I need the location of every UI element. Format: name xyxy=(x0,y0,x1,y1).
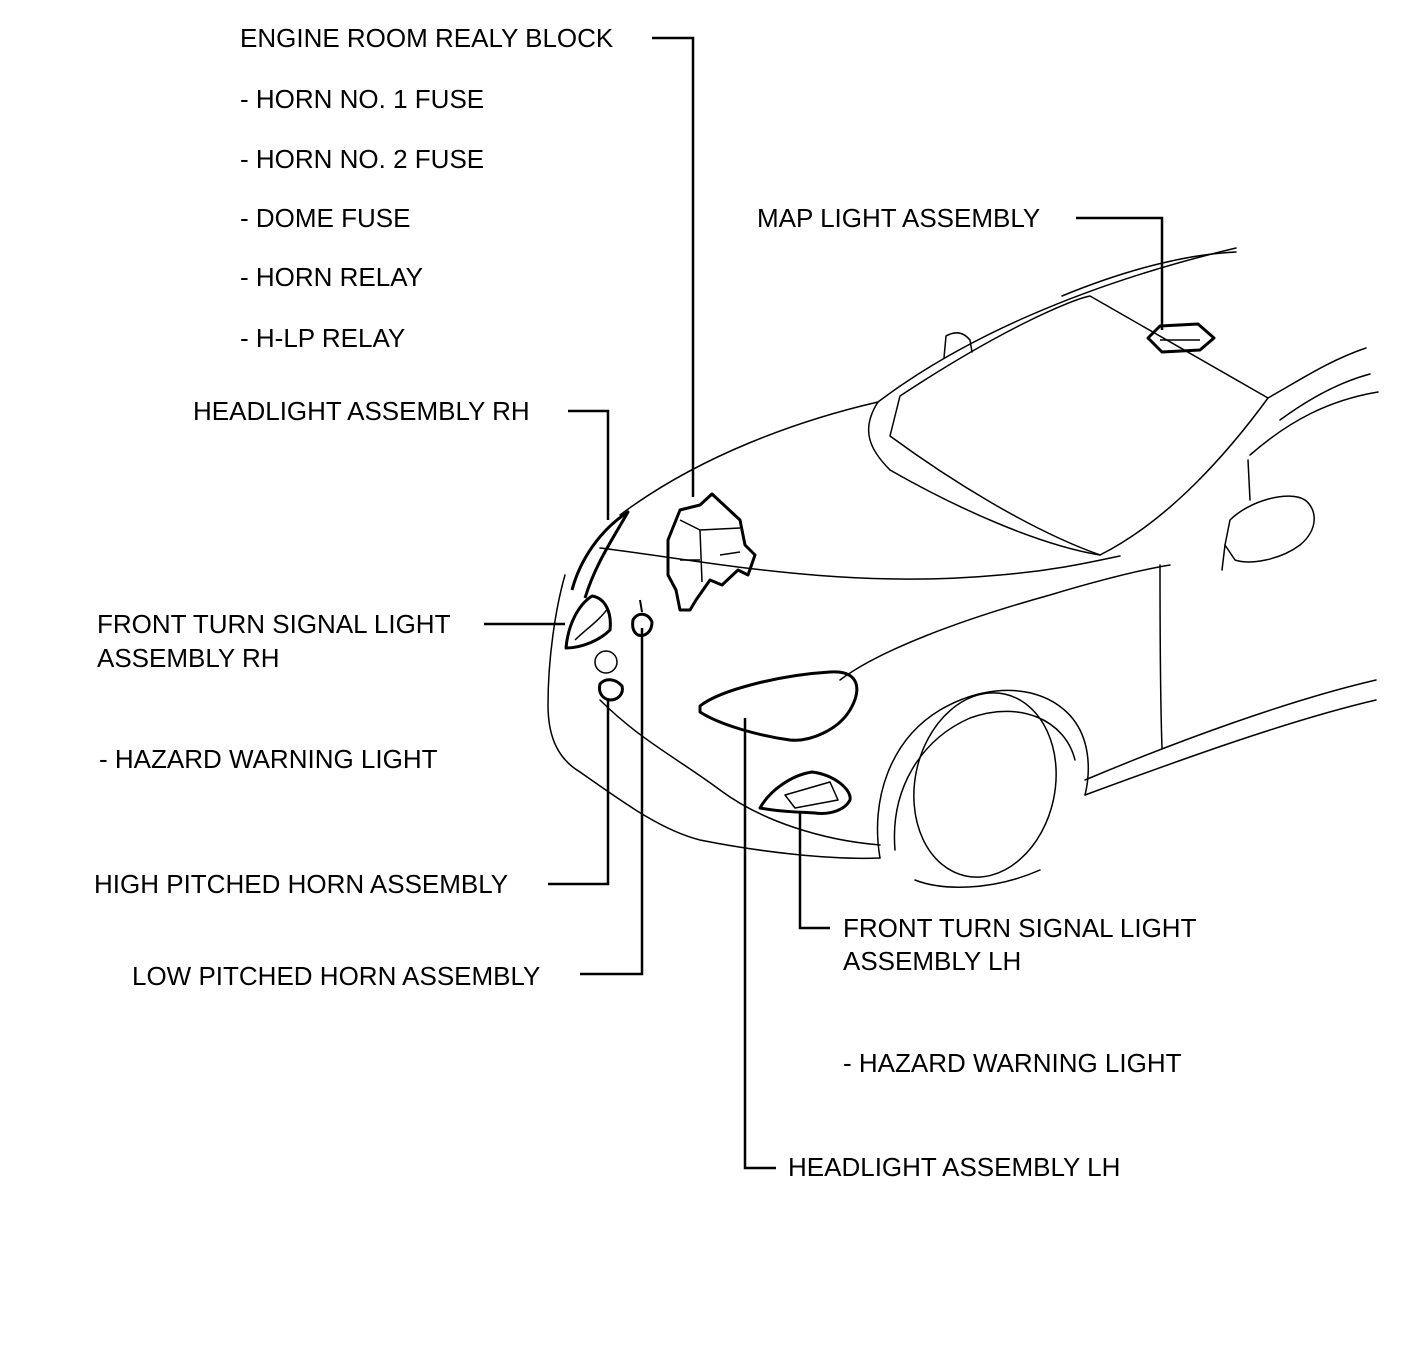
roof-right xyxy=(1279,373,1371,421)
label-horn-relay: - HORN RELAY xyxy=(240,262,423,292)
turn-signal-lh-shape xyxy=(758,770,852,815)
a-pillar xyxy=(1267,347,1367,399)
leader-map-light xyxy=(1076,216,1164,330)
label-engine-room-relay-block: ENGINE ROOM REALY BLOCK xyxy=(240,23,614,53)
label-front-turn-signal-rh-line1: FRONT TURN SIGNAL LIGHT xyxy=(97,609,451,639)
leader-lines xyxy=(484,36,1164,1170)
label-map-light-assembly: MAP LIGHT ASSEMBLY xyxy=(757,203,1041,233)
hood-front-edge xyxy=(599,547,1121,580)
front-tire xyxy=(913,692,1057,878)
leader-turn-signal-lh xyxy=(798,812,830,930)
side-window xyxy=(1249,391,1379,456)
label-headlight-assembly-lh: HEADLIGHT ASSEMBLY LH xyxy=(788,1152,1121,1182)
label-dome-fuse: - DOME FUSE xyxy=(240,203,411,233)
low-pitched-horn-shape xyxy=(631,612,654,637)
headlight-lh-shape xyxy=(698,670,859,742)
bumper-lower xyxy=(579,771,881,860)
label-front-turn-signal-lh-line2: ASSEMBLY LH xyxy=(843,946,1022,976)
tire-sidewall xyxy=(914,869,1041,888)
wheel-arch xyxy=(876,689,1090,859)
wheel-arch-inner xyxy=(893,710,1076,851)
leader-low-horn xyxy=(580,628,644,976)
label-high-pitched-horn: HIGH PITCHED HORN ASSEMBLY xyxy=(94,869,509,899)
leader-high-horn xyxy=(548,698,610,886)
hood-outline xyxy=(619,401,891,516)
side-mirror xyxy=(1224,495,1315,563)
leader-headlight-rh xyxy=(568,409,610,520)
side-skirt-lower xyxy=(1084,699,1377,796)
headlight-rh-shape xyxy=(570,510,630,599)
label-hazard-warning-light-lh: - HAZARD WARNING LIGHT xyxy=(843,1048,1182,1078)
rear-mirror xyxy=(943,332,973,359)
relay-block-shape xyxy=(666,492,757,612)
roof-inner-line xyxy=(1061,251,1237,297)
leader-relay-block xyxy=(652,36,695,497)
label-hazard-warning-light-rh: - HAZARD WARNING LIGHT xyxy=(99,744,438,774)
label-horn-no1-fuse: - HORN NO. 1 FUSE xyxy=(240,84,485,114)
high-pitched-horn-shape xyxy=(598,678,624,702)
side-mirror-base xyxy=(1221,544,1226,571)
label-front-turn-signal-rh-line2: ASSEMBLY RH xyxy=(97,643,280,673)
roof-outline xyxy=(877,247,1237,403)
map-light-shape xyxy=(1146,322,1216,354)
label-hlp-relay: - H-LP RELAY xyxy=(240,323,406,353)
turn-signal-rh-shape xyxy=(564,594,612,650)
label-front-turn-signal-lh-line1: FRONT TURN SIGNAL LIGHT xyxy=(843,913,1197,943)
front-fascia xyxy=(547,574,581,773)
label-horn-no2-fuse: - HORN NO. 2 FUSE xyxy=(240,144,485,174)
leader-headlight-lh xyxy=(743,718,776,1170)
side-skirt xyxy=(1084,679,1377,781)
label-low-pitched-horn: LOW PITCHED HORN ASSEMBLY xyxy=(132,961,541,991)
windshield-outline xyxy=(889,295,1269,556)
fender-front xyxy=(839,564,1171,681)
fog-light xyxy=(594,650,618,674)
bumper-contour xyxy=(599,699,881,846)
b-pillar xyxy=(1247,459,1251,501)
hood-crease xyxy=(889,469,1101,556)
label-headlight-assembly-rh: HEADLIGHT ASSEMBLY RH xyxy=(193,396,530,426)
door-front-edge xyxy=(1159,564,1163,749)
